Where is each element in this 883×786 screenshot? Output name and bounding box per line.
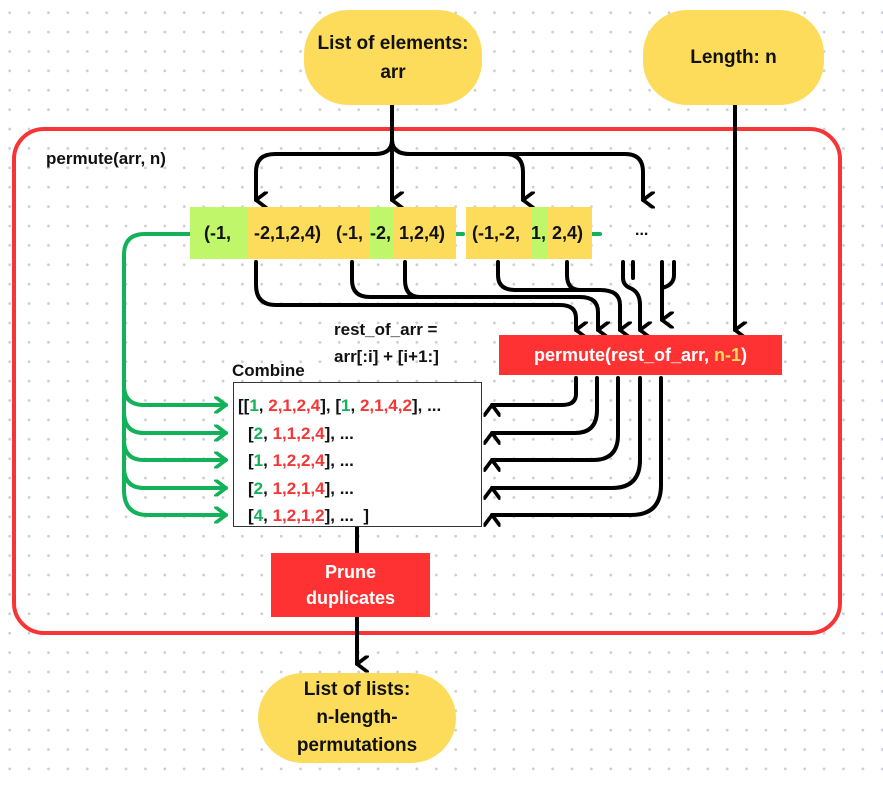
rest-of-arr-label: rest_of_arr = arr[:i] + [i+1:] xyxy=(334,316,439,370)
split-array-1-head: (-1, xyxy=(190,207,248,259)
result-wire-4 xyxy=(492,376,642,488)
combine-row: [2, 1,1,2,4], ... xyxy=(248,423,354,443)
combine-box: [[1, 2,1,2,4], [1, 2,1,4,2], ... [2, 1,1… xyxy=(233,382,482,527)
row-rest: 1,2,2,4 xyxy=(272,451,325,470)
row-rest: 2,1,2,4 xyxy=(268,396,321,415)
rest-of-arr-line2: arr[:i] + [i+1:] xyxy=(334,347,439,366)
row-lead: [ xyxy=(248,506,254,525)
row-head: 1 xyxy=(249,396,259,415)
result-wire-5 xyxy=(492,376,663,515)
split-array-1-rest: -2,1,2,4) xyxy=(248,207,330,259)
fan-left xyxy=(254,138,394,200)
length-node: Length: n xyxy=(643,10,824,105)
row-tail: , ... xyxy=(417,396,442,415)
list-node-line2: arr xyxy=(380,61,406,83)
row-lead: [ xyxy=(248,423,254,443)
combine-row: [[1, 2,1,2,4], [1, 2,1,4,2], ... xyxy=(238,396,442,415)
split-array-3-prefix: (-1,-2, xyxy=(466,207,531,259)
prune-line2: duplicates xyxy=(305,588,396,608)
frame-title: permute(arr, n) xyxy=(46,149,166,168)
row-head: 2 xyxy=(253,423,264,443)
rest-of-arr-line1: rest_of_arr = xyxy=(334,320,438,339)
row-rest: 1,2,1,2 xyxy=(272,506,325,525)
result-wire-2 xyxy=(492,376,599,433)
green-head-1 xyxy=(122,383,228,405)
list-node-line1: List of elements: xyxy=(317,32,469,54)
recursive-permute-box: permute(rest_of_arr, n-1) xyxy=(499,335,782,375)
row-tail: , ... xyxy=(330,423,354,443)
green-head-4 xyxy=(122,465,228,488)
row-tail: , ... xyxy=(330,478,354,498)
output-line2: n-length- xyxy=(316,707,398,728)
recursive-call-arg: n-1 xyxy=(714,344,742,365)
green-head-2 xyxy=(122,410,228,433)
more-arrays-ellipsis: ... xyxy=(635,222,649,239)
rest-wire-2b xyxy=(403,260,422,299)
result-wire-3 xyxy=(492,376,620,460)
list-of-elements-node: List of elements: arr xyxy=(304,10,482,105)
combine-row: [2, 1,2,1,4], ... xyxy=(248,478,354,498)
green-head-3 xyxy=(122,438,228,460)
row-head: 4 xyxy=(253,506,264,525)
permute-frame xyxy=(12,127,842,635)
result-wire-1 xyxy=(492,376,578,405)
fan-mid-right xyxy=(390,138,523,200)
split-array-3-head: 1, xyxy=(531,207,547,259)
row-rest: 1,2,1,4 xyxy=(272,478,325,498)
split-array-3: (-1,-2, 1, 2,4) xyxy=(466,207,592,259)
rest-wire-4 xyxy=(621,260,640,330)
split-array-3-rest: 2,4) xyxy=(547,207,592,259)
row-lead: [[ xyxy=(238,396,250,415)
split-array-2: (-1, -2, 1,2,4) xyxy=(330,207,456,259)
rest-wire-3 xyxy=(496,260,620,330)
row-rest: 1,1,2,4 xyxy=(272,423,325,443)
row-lead: [ xyxy=(248,478,254,498)
fan-right xyxy=(390,138,643,200)
row-head: 2 xyxy=(253,478,264,498)
rest-wire-1 xyxy=(254,260,576,330)
rest-wire-2 xyxy=(350,260,598,330)
row-head: 1 xyxy=(341,396,351,415)
recursive-call-prefix: permute(rest_of_arr, xyxy=(533,344,715,365)
split-array-2-rest: 1,2,4) xyxy=(394,207,456,259)
row-tail: , ... xyxy=(330,451,354,470)
green-head-5 xyxy=(122,488,228,515)
green-head-trunk xyxy=(122,232,192,492)
combine-row: [1, 1,2,2,4], ... xyxy=(248,451,354,470)
length-node-label: Length: n xyxy=(690,47,777,68)
split-array-1: (-1, -2,1,2,4) xyxy=(190,207,330,259)
combine-row: [4, 1,2,1,2], ... ] xyxy=(248,506,369,525)
combine-title: Combine xyxy=(232,361,305,380)
prune-line1: Prune xyxy=(324,562,376,582)
row-rest: 2,1,4,2 xyxy=(359,396,412,415)
row-tail: , ... ] xyxy=(330,506,369,525)
split-array-2-prefix: (-1, xyxy=(330,207,370,259)
output-node: List of lists: n-length- permutations xyxy=(258,673,456,763)
split-array-2-head: -2, xyxy=(370,207,394,259)
recursive-call-suffix: ) xyxy=(741,344,748,365)
row-head: 1 xyxy=(253,451,264,470)
output-line3: permutations xyxy=(296,735,418,756)
row-lead: [ xyxy=(248,451,254,470)
rest-wire-3b xyxy=(565,260,582,292)
output-line1: List of lists: xyxy=(303,679,411,700)
rest-wire-5b xyxy=(660,260,676,290)
prune-duplicates-box: Prune duplicates xyxy=(271,553,430,617)
